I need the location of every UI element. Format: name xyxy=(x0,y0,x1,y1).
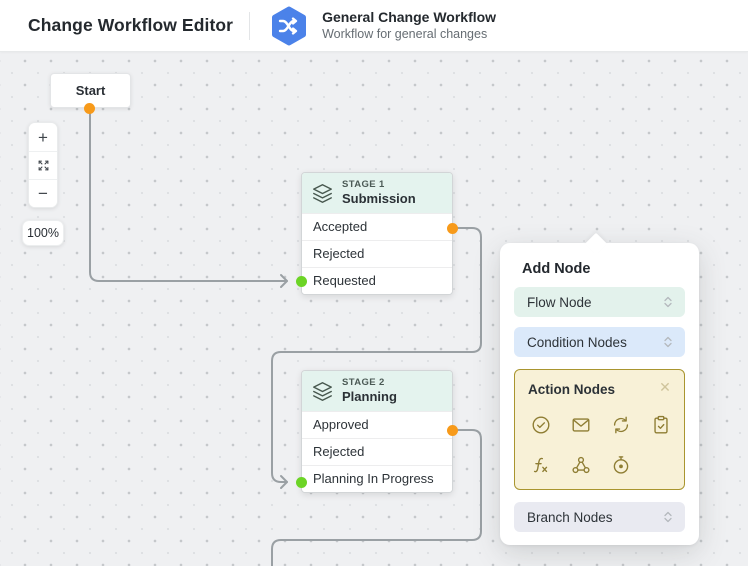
minus-icon: − xyxy=(38,184,48,203)
start-node[interactable]: Start xyxy=(50,73,131,108)
layers-icon xyxy=(312,381,333,402)
webhook-icon[interactable] xyxy=(570,454,592,476)
editor-title: Change Workflow Editor xyxy=(28,15,234,35)
layers-icon xyxy=(312,183,333,204)
plus-icon: + xyxy=(38,127,48,147)
action-nodes-section: Action Nodes ✕ xyxy=(514,369,685,490)
close-x-icon[interactable]: ✕ xyxy=(659,378,671,395)
flow-node-label: Flow Node xyxy=(527,294,592,310)
start-node-label: Start xyxy=(75,83,106,98)
transition-in-dot[interactable] xyxy=(296,477,307,488)
fit-screen-icon xyxy=(36,158,51,173)
add-node-title: Add Node xyxy=(522,261,591,277)
connector-lines xyxy=(89,112,482,566)
flow-node-item[interactable]: Flow Node xyxy=(514,287,685,317)
app-header: Change Workflow Editor General Change Wo… xyxy=(0,0,748,52)
shuffle-hexagon-icon xyxy=(270,6,308,46)
stage-label: STAGE 2 xyxy=(342,377,385,388)
zoom-out-button[interactable]: − xyxy=(29,179,57,207)
action-icon-grid xyxy=(530,414,680,476)
stage-name: Planning xyxy=(342,389,397,404)
function-icon[interactable] xyxy=(530,454,552,476)
fit-screen-button[interactable] xyxy=(29,151,57,179)
approval-check-icon[interactable] xyxy=(530,414,552,436)
add-node-panel: Add Node Flow Node Condition Nodes Actio… xyxy=(500,232,699,545)
header-divider xyxy=(249,11,251,40)
workflow-canvas[interactable]: Start + − 100% xyxy=(0,52,748,566)
stage-node-planning[interactable]: STAGE 2 Planning Approved Rejected Plann… xyxy=(301,370,453,493)
unfold-chevron-icon xyxy=(661,295,675,309)
unfold-chevron-icon xyxy=(661,335,675,349)
transition-out-dot[interactable] xyxy=(447,425,458,436)
timer-icon[interactable] xyxy=(610,454,632,476)
zoom-level-badge[interactable]: 100% xyxy=(22,220,64,246)
sync-icon[interactable] xyxy=(610,414,632,436)
stage-row-accepted[interactable]: Accepted xyxy=(302,213,452,240)
stage-row-requested[interactable]: Requested xyxy=(302,267,452,294)
stage-header[interactable]: STAGE 1 Submission xyxy=(302,173,452,213)
start-out-dot[interactable] xyxy=(84,103,95,114)
stage-row-planning-in-progress[interactable]: Planning In Progress xyxy=(302,465,452,492)
branch-nodes-item[interactable]: Branch Nodes xyxy=(514,502,685,532)
transition-in-dot[interactable] xyxy=(296,276,307,287)
stage-header[interactable]: STAGE 2 Planning xyxy=(302,371,452,411)
stage-row-rejected[interactable]: Rejected xyxy=(302,240,452,267)
stage-name: Submission xyxy=(342,191,416,206)
branch-nodes-label: Branch Nodes xyxy=(527,509,613,525)
condition-nodes-item[interactable]: Condition Nodes xyxy=(514,327,685,357)
mail-icon[interactable] xyxy=(570,414,592,436)
condition-nodes-label: Condition Nodes xyxy=(527,334,627,350)
stage-row-rejected[interactable]: Rejected xyxy=(302,438,452,465)
stage-row-approved[interactable]: Approved xyxy=(302,411,452,438)
task-clipboard-icon[interactable] xyxy=(650,414,672,436)
unfold-chevron-icon xyxy=(661,510,675,524)
transition-out-dot[interactable] xyxy=(447,223,458,234)
zoom-controls: + − xyxy=(28,122,58,208)
stage-node-submission[interactable]: STAGE 1 Submission Accepted Rejected Req… xyxy=(301,172,453,295)
workflow-subtitle: Workflow for general changes xyxy=(322,27,488,41)
stage-label: STAGE 1 xyxy=(342,179,385,190)
zoom-in-button[interactable]: + xyxy=(29,123,57,151)
action-nodes-label: Action Nodes xyxy=(528,382,616,397)
workflow-title: General Change Workflow xyxy=(322,9,497,25)
